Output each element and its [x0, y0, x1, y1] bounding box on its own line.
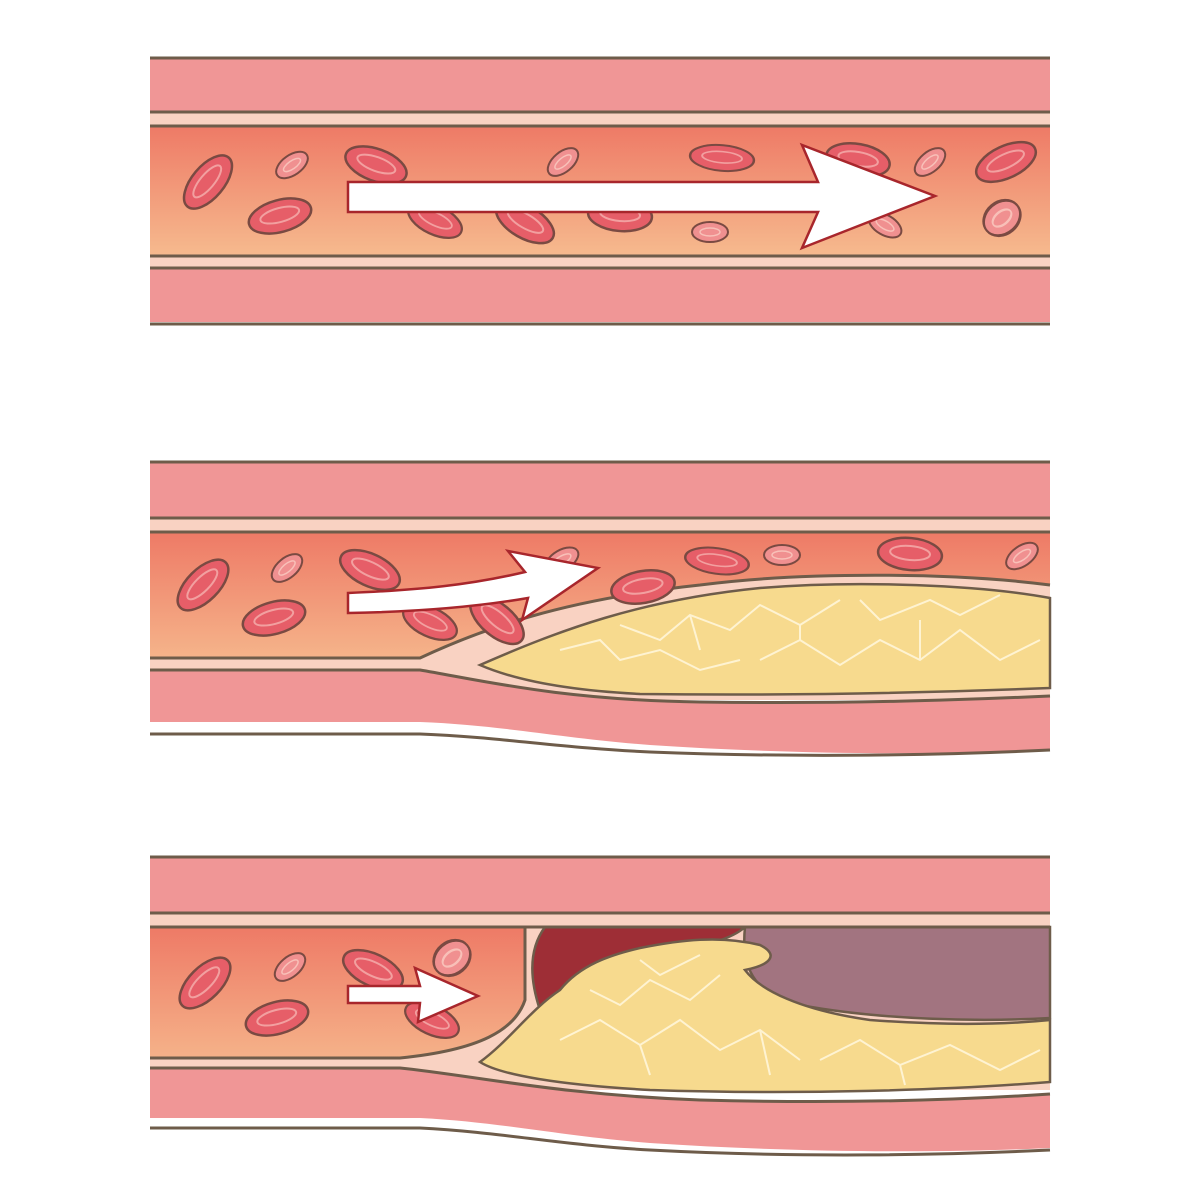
panel-narrowed-artery — [150, 460, 1052, 757]
panel-normal-artery — [150, 56, 1050, 326]
top-wall — [150, 58, 1050, 112]
plaque — [476, 582, 1052, 696]
plaque — [477, 938, 1052, 1094]
flow-arrow-icon — [346, 549, 602, 623]
flow-arrow-icon — [346, 142, 939, 251]
panel-ruptured-plaque-artery — [150, 855, 1052, 1157]
flow-arrow-icon — [346, 965, 482, 1024]
bottom-wall — [150, 268, 1050, 322]
hemorrhage — [743, 925, 1052, 1022]
